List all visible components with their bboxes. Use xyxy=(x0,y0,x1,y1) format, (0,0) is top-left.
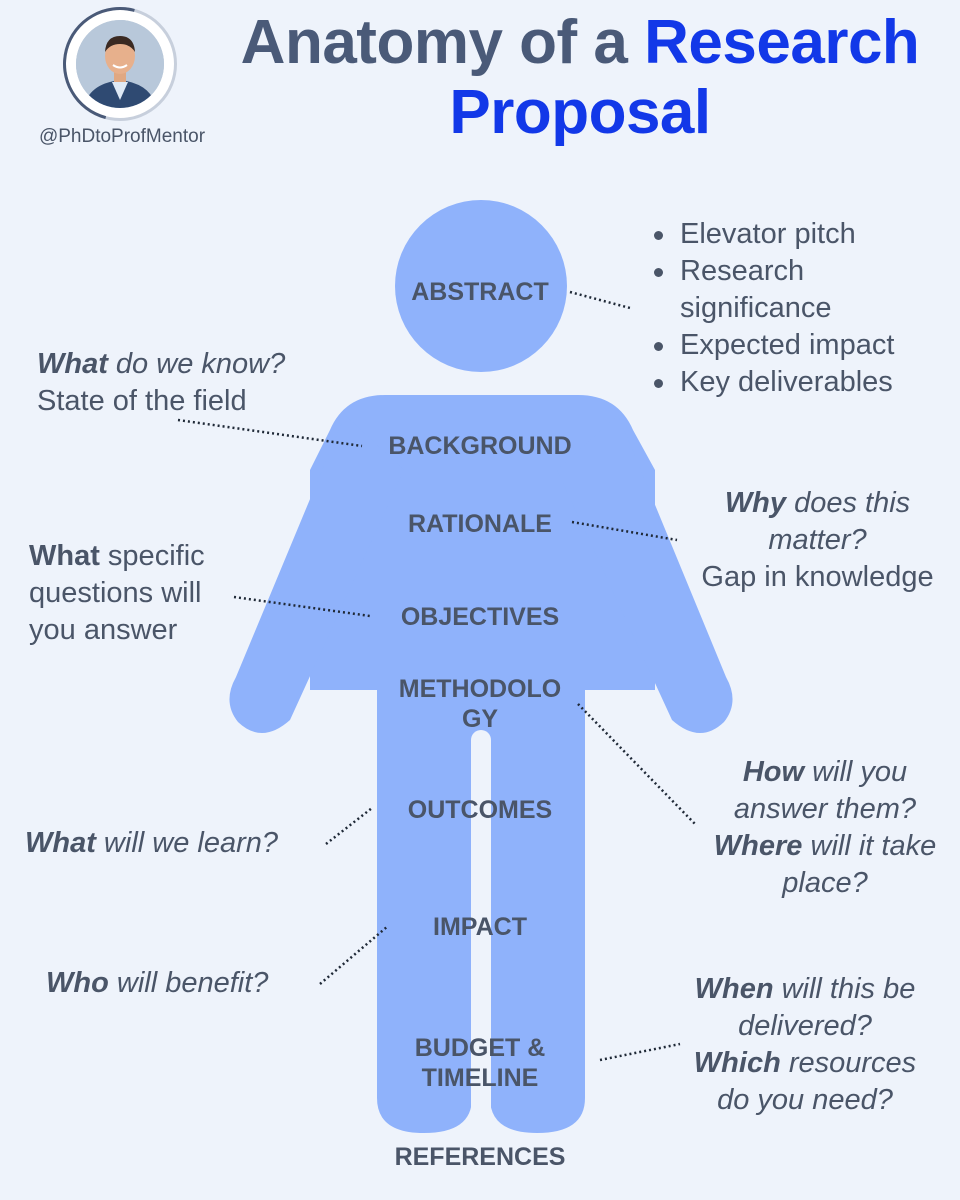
note-objectives-rest: specific xyxy=(99,540,205,572)
note-rationale: Why does this matter? Gap in knowledge xyxy=(680,485,955,596)
note-budget-line4: do you need? xyxy=(717,1084,893,1116)
page-title: Anatomy of a Research Proposal xyxy=(210,8,950,148)
leg-gap xyxy=(471,730,491,1150)
note-impact-bold: Who xyxy=(46,967,109,999)
abstract-bullets: Elevator pitch Research significance Expe… xyxy=(650,216,894,401)
title-text: Anatomy of a xyxy=(240,8,628,77)
note-methodology-line4: place? xyxy=(782,867,868,899)
connector-outcomes xyxy=(325,807,373,845)
section-budget-line2: TIMELINE xyxy=(421,1064,539,1092)
figure-pelvis xyxy=(377,540,585,740)
author-handle: @PhDtoProfMentor xyxy=(38,126,206,147)
note-methodology-bold3: Where xyxy=(713,830,803,862)
note-impact: Who will benefit? xyxy=(46,965,316,1002)
note-outcomes: What will we learn? xyxy=(25,825,325,862)
connector-background xyxy=(177,418,363,448)
figure-left-arm xyxy=(229,415,404,734)
section-budget-line1: BUDGET & xyxy=(414,1034,546,1062)
note-budget: When will this be delivered? Which resou… xyxy=(675,971,935,1119)
section-methodology-line2: GY xyxy=(461,705,499,733)
note-budget-rest3: resources xyxy=(780,1047,917,1079)
connector-methodology xyxy=(577,703,697,826)
title-accent-proposal: Proposal xyxy=(449,78,711,147)
avatar xyxy=(76,20,164,108)
note-objectives: What specific questions will you answer xyxy=(29,538,244,649)
section-methodology-line1: METHODOLO xyxy=(398,675,562,703)
title-accent-research: Research xyxy=(644,8,920,77)
note-budget-bold3: Which xyxy=(693,1047,781,1079)
note-objectives-line3: you answer xyxy=(29,614,178,646)
figure-head xyxy=(395,200,567,372)
abstract-bullet: Key deliverables xyxy=(650,364,894,401)
note-background-rest: do we know? xyxy=(107,348,286,380)
note-methodology-line2: answer them? xyxy=(733,793,917,825)
section-background: BACKGROUND xyxy=(388,432,572,460)
abstract-bullet-line1: Research xyxy=(680,255,805,287)
note-outcomes-bold: What xyxy=(25,827,96,859)
note-budget-bold1: When xyxy=(694,973,774,1005)
section-objectives: OBJECTIVES xyxy=(400,603,560,631)
section-abstract: ABSTRACT xyxy=(411,278,549,306)
section-outcomes: OUTCOMES xyxy=(407,796,553,824)
note-background: What do we know? State of the field xyxy=(37,346,337,420)
note-rationale-bold: Why xyxy=(724,487,787,519)
section-references: REFERENCES xyxy=(394,1143,566,1171)
avatar-portrait-icon xyxy=(76,20,164,108)
note-outcomes-rest: will we learn? xyxy=(95,827,279,859)
note-budget-rest1: will this be xyxy=(773,973,916,1005)
note-methodology-bold1: How xyxy=(742,756,805,788)
note-objectives-bold: What xyxy=(29,540,100,572)
section-budget-timeline: BUDGET & TIMELINE xyxy=(375,1033,585,1093)
note-rationale-line3: Gap in knowledge xyxy=(701,561,934,593)
abstract-bullet: Expected impact xyxy=(650,327,894,364)
note-rationale-rest: does this xyxy=(786,487,911,519)
note-methodology: How will you answer them? Where will it … xyxy=(690,754,960,902)
section-methodology: METHODOLO GY xyxy=(375,674,585,734)
section-impact: IMPACT xyxy=(433,913,527,941)
note-methodology-rest3: will it take xyxy=(802,830,937,862)
abstract-bullet-line2: significance xyxy=(680,292,832,324)
note-background-bold: What xyxy=(37,348,108,380)
note-methodology-rest1: will you xyxy=(804,756,908,788)
note-background-line2: State of the field xyxy=(37,385,247,417)
connector-budget xyxy=(599,1042,681,1062)
note-budget-line2: delivered? xyxy=(738,1010,872,1042)
abstract-bullet: Research significance xyxy=(650,253,894,327)
abstract-bullet: Elevator pitch xyxy=(650,216,894,253)
note-impact-rest: will benefit? xyxy=(108,967,269,999)
section-rationale: RATIONALE xyxy=(408,510,552,538)
note-rationale-line2: matter? xyxy=(768,524,867,556)
connector-abstract xyxy=(569,290,631,310)
figure-right-arm xyxy=(557,415,733,734)
note-objectives-line2: questions will xyxy=(29,577,202,609)
